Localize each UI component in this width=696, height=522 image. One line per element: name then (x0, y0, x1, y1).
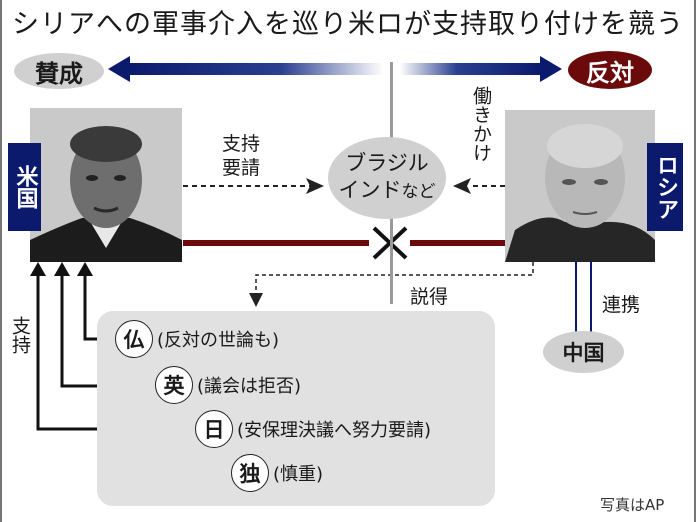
ally-country-badge: 英 (155, 366, 193, 404)
ally-france: 仏 (反対の世論も) (115, 320, 279, 358)
request-arrow (183, 178, 324, 194)
request-label-line1: 支持 (222, 133, 261, 155)
persuade-label: 説得 (410, 286, 449, 308)
ally-country-badge: 日 (195, 410, 233, 448)
us-country-tag: 米国 (8, 143, 41, 231)
oppose-badge: 反対 (568, 51, 652, 89)
support-label: 支持 (9, 316, 31, 354)
lobby-arrow (453, 178, 505, 194)
persuade-arrow (249, 262, 534, 307)
support-arrow (108, 56, 383, 82)
target-etc: など (401, 182, 436, 202)
portrait-icon (30, 108, 182, 262)
target-line1: ブラジル (345, 151, 429, 175)
ally-note: (慎重) (273, 464, 324, 485)
request-label: 支持 要請 (222, 132, 260, 180)
ally-note: (反対の世論も) (157, 330, 280, 351)
confrontation-line (183, 240, 505, 246)
target-india: インド (338, 178, 402, 202)
portrait-icon (505, 110, 655, 262)
request-label-line2: 要請 (222, 157, 261, 179)
ally-uk: 英 (議会は拒否) (155, 366, 301, 404)
support-badge: 賛成 (14, 53, 104, 89)
cooperation-lines (575, 262, 592, 334)
ally-country-badge: 仏 (115, 320, 153, 358)
ally-note: (議会は拒否) (197, 376, 302, 397)
oppose-arrow (400, 56, 562, 82)
russia-leader-photo (505, 110, 655, 262)
diagram-title: シリアへの軍事介入を巡り米ロが支持取り付けを競う (12, 9, 684, 40)
ally-germany: 独 (慎重) (231, 454, 323, 492)
lobby-label: 働きかけ (470, 86, 492, 162)
ally-note: (安保理決議へ努力要請) (237, 420, 432, 441)
ally-japan: 日 (安保理決議へ努力要請) (195, 410, 431, 448)
ally-country-badge: 独 (231, 454, 269, 492)
china-ellipse: 中国 (543, 331, 624, 373)
cooperate-label: 連携 (602, 294, 641, 316)
target-line2: インドなど (339, 177, 436, 206)
russia-country-tag: ロシア (647, 143, 683, 231)
target-countries-ellipse: ブラジル インドなど (328, 137, 446, 219)
photo-credit: 写真はAP (600, 496, 665, 514)
us-leader-photo (30, 108, 182, 262)
allies-box (97, 311, 495, 506)
